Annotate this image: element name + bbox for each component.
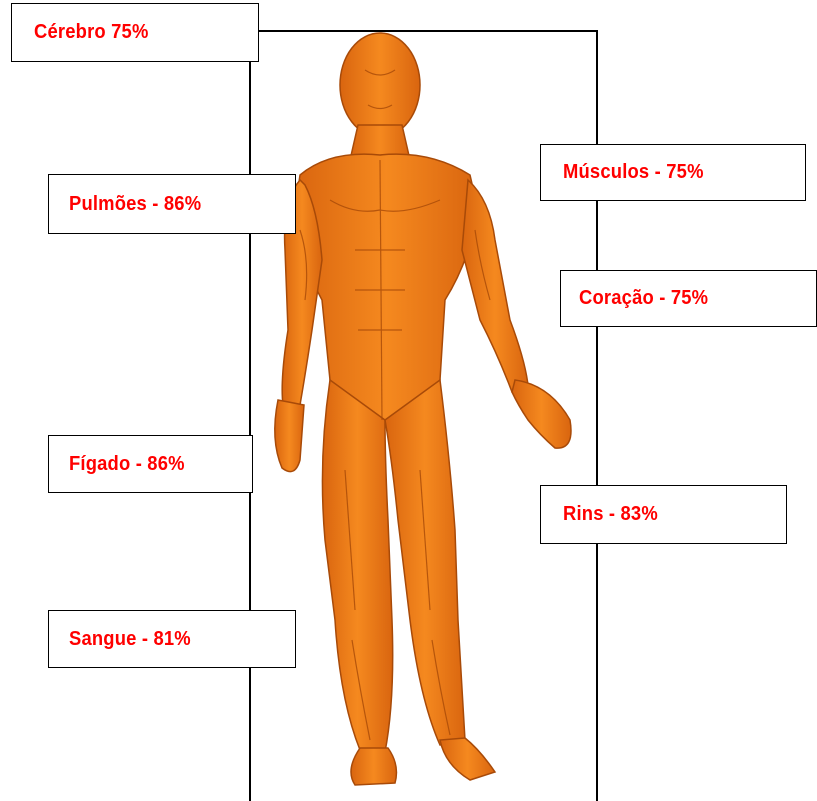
left-hand-shape (275, 400, 304, 472)
right-foot-shape (440, 738, 495, 780)
head-shape (340, 33, 420, 137)
left-foot-shape (351, 748, 396, 785)
right-arm-shape (462, 180, 528, 392)
label-figado: Fígado - 86% (48, 435, 253, 493)
label-rins-text: Rins - 83% (563, 503, 658, 526)
label-cerebro: Cérebro 75% (11, 3, 259, 62)
right-leg-shape (385, 380, 465, 745)
label-rins: Rins - 83% (540, 485, 787, 544)
label-figado-text: Fígado - 86% (69, 453, 185, 476)
label-coracao-text: Coração - 75% (579, 287, 708, 310)
right-hand-shape (512, 380, 571, 448)
label-pulmoes-text: Pulmões - 86% (69, 193, 201, 216)
left-leg-shape (322, 380, 392, 752)
label-pulmoes: Pulmões - 86% (48, 174, 296, 234)
label-sangue: Sangue - 81% (48, 610, 296, 668)
label-musculos: Músculos - 75% (540, 144, 806, 201)
label-musculos-text: Músculos - 75% (563, 161, 704, 184)
label-coracao: Coração - 75% (560, 270, 817, 327)
label-sangue-text: Sangue - 81% (69, 628, 191, 651)
label-cerebro-text: Cérebro 75% (34, 21, 149, 44)
